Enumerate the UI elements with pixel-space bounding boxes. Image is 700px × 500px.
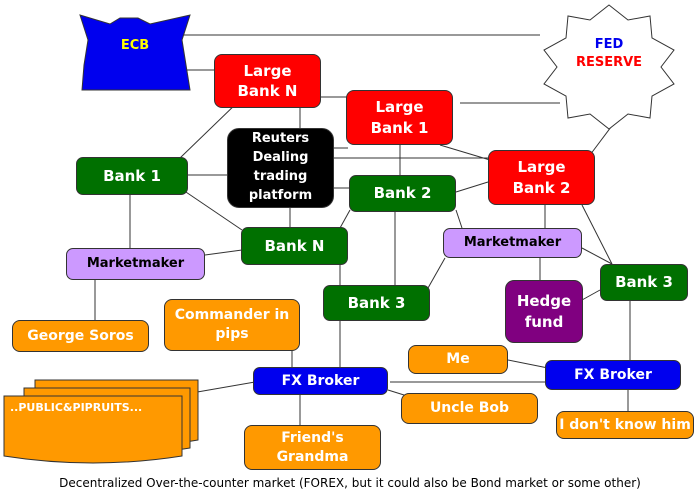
friends-grandma-label: Friend's Grandma <box>276 429 349 465</box>
bank-3-center: Bank 3 <box>323 285 430 321</box>
fed-label: FED <box>595 37 624 52</box>
uncle-bob: Uncle Bob <box>401 393 538 424</box>
reserve-label: RESERVE <box>576 55 642 70</box>
large-bank-1: Large Bank 1 <box>346 90 453 145</box>
link-marketmaker-bankn <box>204 249 243 256</box>
marketmaker-right: Marketmaker <box>443 228 582 258</box>
public-front-sheet <box>3 395 183 464</box>
link-marketmaker-bank3right <box>581 247 613 265</box>
bank-3-right: Bank 3 <box>600 264 688 301</box>
bank-2-label: Bank 2 <box>373 184 432 203</box>
bank-1-label: Bank 1 <box>103 166 161 185</box>
ecb-label: ECB <box>121 38 149 53</box>
large-bank-2: Large Bank 2 <box>488 150 595 205</box>
public-stack: ..PUBLIC&PIPRUITS... <box>3 379 199 464</box>
large-bank-1-label: Large Bank 1 <box>370 98 429 137</box>
reuters-platform: Reuters Dealing trading platform <box>227 128 334 208</box>
link-largebankn-bank1 <box>179 99 241 159</box>
commander-in-pips-label: Commander in pips <box>174 307 290 342</box>
george-soros: George Soros <box>12 320 149 352</box>
link-marketmaker-bank3 <box>427 257 446 289</box>
link-bank1-bankn <box>179 187 243 231</box>
bank-3-right-label: Bank 3 <box>615 273 673 292</box>
link-me-fxbroker <box>507 359 549 369</box>
friends-grandma: Friend's Grandma <box>244 425 381 470</box>
fed-reserve-shape <box>543 4 675 130</box>
uncle-bob-label: Uncle Bob <box>429 400 510 417</box>
link-bank2-largebank2 <box>455 181 489 193</box>
large-bank-2-label: Large Bank 2 <box>512 158 571 197</box>
bank-3-center-label: Bank 3 <box>347 293 406 312</box>
marketmaker-left: Marketmaker <box>66 248 205 280</box>
fed-reserve-node: FED RESERVE <box>543 4 675 130</box>
large-bank-n: Large Bank N <box>214 54 321 108</box>
bank-n-label: Bank N <box>264 236 325 255</box>
bank-1: Bank 1 <box>76 157 188 195</box>
link-largebank2-bank3right <box>581 204 613 265</box>
link-bank2-marketmaker <box>455 209 463 229</box>
diagram-caption: Decentralized Over-the-counter market (F… <box>59 476 641 490</box>
ecb-node: ECB <box>79 14 191 91</box>
bank-2: Bank 2 <box>349 175 456 212</box>
marketmaker-left-label: Marketmaker <box>86 256 185 272</box>
link-bank2-bankn <box>339 209 351 229</box>
fx-broker-right-label: FX Broker <box>574 366 652 383</box>
commander-in-pips: Commander in pips <box>164 299 300 351</box>
hedge-fund: Hedge fund <box>505 280 583 343</box>
marketmaker-right-label: Marketmaker <box>463 235 562 251</box>
hedge-fund-label: Hedge fund <box>516 292 572 331</box>
bank-n: Bank N <box>241 227 348 265</box>
fx-broker-left-label: FX Broker <box>281 372 360 389</box>
me-label: Me <box>446 351 470 368</box>
i-dont-know-him: I don't know him <box>556 411 694 439</box>
link-hedge-bank3right <box>581 289 601 301</box>
public-label: ..PUBLIC&PIPRUITS... <box>10 401 142 414</box>
large-bank-n-label: Large Bank N <box>237 61 298 100</box>
george-soros-label: George Soros <box>27 327 134 344</box>
i-dont-know-him-label: I don't know him <box>559 416 691 433</box>
me: Me <box>408 345 508 374</box>
fx-broker-right: FX Broker <box>545 360 681 390</box>
reuters-platform-label: Reuters Dealing trading platform <box>248 131 313 203</box>
ecb-shape <box>79 14 191 91</box>
fx-broker-left: FX Broker <box>253 367 388 395</box>
